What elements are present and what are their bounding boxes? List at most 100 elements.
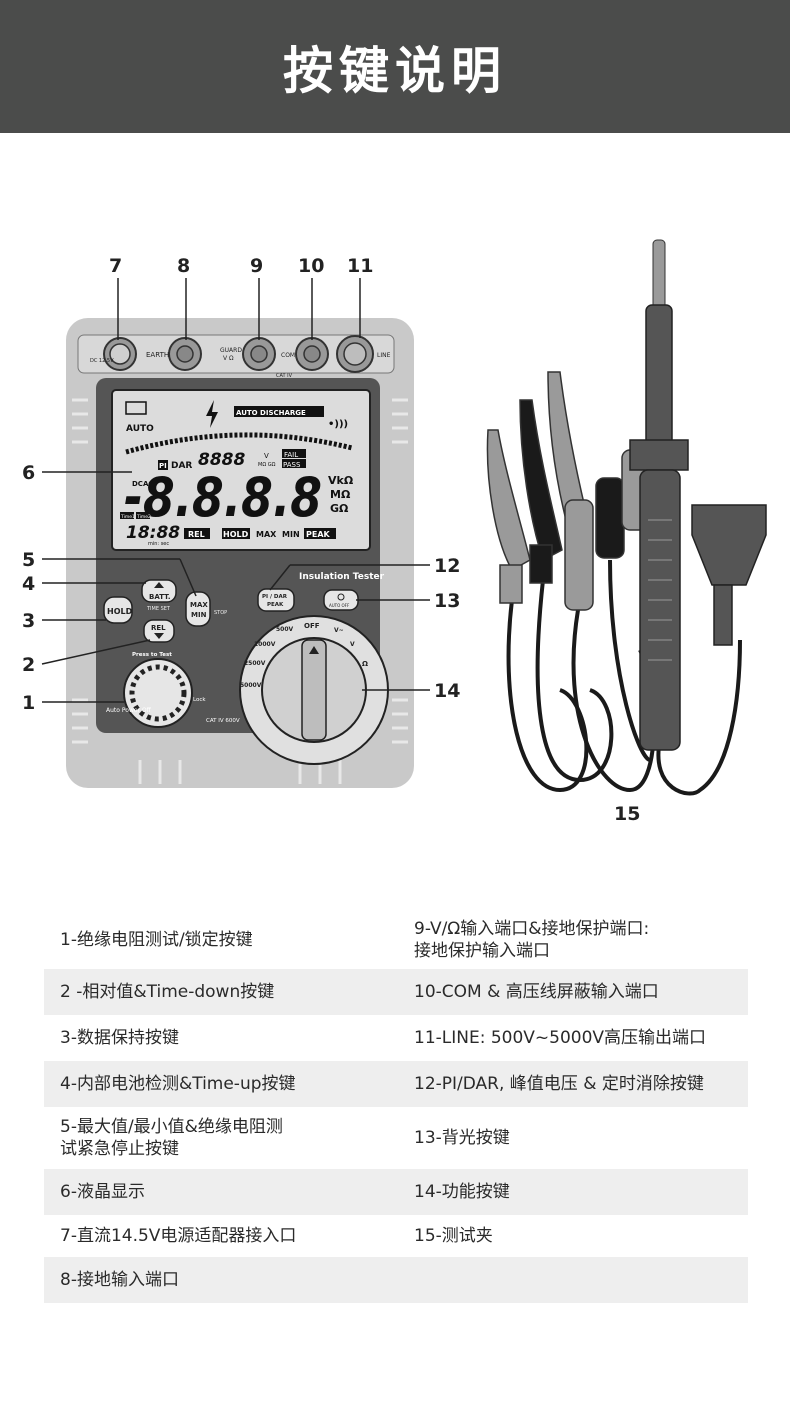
legend-right-9: 9-V/Ω输入端口&接地保护端口: 接地保护输入端口 bbox=[414, 919, 650, 961]
rel-label: REL bbox=[151, 624, 166, 632]
batt-button[interactable]: BATT. bbox=[141, 579, 177, 603]
dial-2500v: 2500V bbox=[244, 660, 266, 667]
lcd-pass: PASS bbox=[283, 461, 301, 469]
dial-1000v: 1000V bbox=[254, 641, 276, 648]
dial-ohm: Ω bbox=[362, 660, 368, 668]
lcd-display bbox=[111, 389, 371, 551]
device-illustration: DC 12.5V EARTH GUARD V Ω COM LINE CAT IV… bbox=[22, 239, 767, 825]
terminal-line[interactable]: LINE bbox=[336, 335, 391, 373]
lcd-auto: AUTO bbox=[126, 424, 154, 434]
lcd-peak: PEAK bbox=[306, 530, 331, 539]
lcd-min: MIN bbox=[282, 530, 300, 539]
earth-label: EARTH bbox=[146, 351, 169, 359]
lcd-clock: 18:88 bbox=[126, 523, 180, 543]
legend-left-3: 3-数据保持按键 bbox=[60, 1028, 179, 1048]
auto-power-off-label: Auto Power Off bbox=[106, 707, 152, 714]
terminal-dc[interactable]: DC 12.5V bbox=[90, 337, 137, 371]
legend-left-4: 4-内部电池检测&Time-up按键 bbox=[60, 1074, 296, 1094]
lcd-unit-g: GΩ bbox=[330, 502, 349, 515]
lcd-auto-discharge: AUTO DISCHARGE bbox=[236, 409, 306, 417]
lcd-unit-m: MΩ bbox=[330, 488, 351, 501]
peak-label: PEAK bbox=[267, 602, 284, 608]
callout-5: 5 bbox=[22, 549, 35, 571]
lcd-time2: Time2 bbox=[136, 514, 151, 520]
min-label: MIN bbox=[191, 611, 207, 619]
legend-row: 5-最大值/最小值&绝缘电阻测 试紧急停止按键 13-背光按键 bbox=[44, 1107, 748, 1169]
lcd-main-digits: -8.8.8.8 bbox=[124, 466, 322, 529]
legend-left-6: 6-液晶显示 bbox=[60, 1182, 145, 1202]
legend-row: 8-接地输入端口 bbox=[44, 1257, 748, 1303]
backlight-button[interactable]: AUTO OFF bbox=[323, 589, 359, 611]
lcd-unit-vk: VkΩ bbox=[328, 474, 354, 487]
stop-label: STOP bbox=[214, 610, 227, 616]
legend-left-1: 1-绝缘电阻测试/锁定按键 bbox=[60, 930, 253, 950]
brand-label: Insulation Tester bbox=[299, 572, 385, 582]
rel-button[interactable]: REL bbox=[143, 619, 175, 643]
auto-off-label: AUTO OFF bbox=[329, 603, 350, 608]
lcd-hold: HOLD bbox=[223, 530, 249, 539]
hold-button[interactable]: HOLD bbox=[103, 596, 133, 624]
battery-icon bbox=[125, 401, 147, 415]
lcd-small-digits: 8888 bbox=[198, 450, 245, 470]
lcd-small-unit: V bbox=[264, 452, 269, 460]
cat-iv-label: CAT IV 600V bbox=[206, 718, 240, 724]
callout-10: 10 bbox=[298, 255, 324, 277]
dial-off: OFF bbox=[304, 622, 320, 630]
legend-left-7: 7-直流14.5V电源适配器接入口 bbox=[60, 1226, 297, 1246]
legend-right-10: 10-COM & 高压线屏蔽输入端口 bbox=[414, 982, 659, 1002]
callout-14: 14 bbox=[434, 680, 460, 702]
max-min-button[interactable]: MAX MIN bbox=[185, 591, 211, 627]
callout-1: 1 bbox=[22, 692, 35, 714]
callout-2: 2 bbox=[22, 654, 35, 676]
callout-12: 12 bbox=[434, 555, 460, 577]
case-ridges bbox=[72, 398, 408, 784]
legend-row: 3-数据保持按键 11-LINE: 500V~5000V高压输出端口 bbox=[44, 1015, 748, 1061]
callout-6: 6 bbox=[22, 462, 35, 484]
dial-500v: 500V bbox=[276, 626, 294, 633]
backlight-icon bbox=[337, 593, 345, 601]
callout-7: 7 bbox=[109, 255, 122, 277]
legend-row: 6-液晶显示 14-功能按键 bbox=[44, 1169, 748, 1215]
terminal-com[interactable]: COM bbox=[281, 337, 329, 371]
lcd-dc: DC bbox=[132, 480, 143, 488]
test-leads-illustration bbox=[486, 239, 767, 796]
lcd-fail: FAIL bbox=[284, 451, 298, 459]
device-diagram: DC 12.5V EARTH GUARD V Ω COM LINE CAT IV… bbox=[0, 230, 790, 830]
press-to-test-label: Press to Test bbox=[132, 652, 172, 658]
lcd-small-unit2: MΩ GΩ bbox=[258, 462, 276, 468]
callout-numbers: 7 8 9 10 11 6 5 4 3 2 1 12 13 14 15 bbox=[22, 255, 640, 825]
callout-8: 8 bbox=[177, 255, 190, 277]
lock-label: Lock bbox=[193, 697, 206, 703]
high-voltage-icon bbox=[206, 400, 218, 428]
test-button[interactable]: Press to Test Lock bbox=[123, 652, 206, 728]
legend-right-12: 12-PI/DAR, 峰值电压 & 定时消除按键 bbox=[414, 1074, 704, 1094]
callout-4: 4 bbox=[22, 573, 35, 595]
guard-label: GUARD bbox=[220, 347, 242, 354]
com-label: COM bbox=[281, 352, 295, 359]
legend-left-8: 8-接地输入端口 bbox=[60, 1270, 179, 1290]
legend-right-13: 13-背光按键 bbox=[414, 1128, 510, 1148]
pi-dar-button[interactable]: PI / DAR PEAK bbox=[257, 588, 295, 612]
legend-row: 4-内部电池检测&Time-up按键 12-PI/DAR, 峰值电压 & 定时消… bbox=[44, 1061, 748, 1107]
hold-label: HOLD bbox=[107, 607, 133, 616]
legend-left-2: 2 -相对值&Time-down按键 bbox=[60, 982, 275, 1002]
callout-9: 9 bbox=[250, 255, 263, 277]
cat-label: CAT IV bbox=[276, 373, 293, 379]
lcd-max: MAX bbox=[256, 530, 277, 539]
page-header: 按键说明 bbox=[0, 0, 790, 133]
legend-row: 1-绝缘电阻测试/锁定按键 9-V/Ω输入端口&接地保护端口: 接地保护输入端口 bbox=[44, 911, 748, 969]
callout-13: 13 bbox=[434, 590, 460, 612]
lcd-pi: PI bbox=[159, 462, 167, 470]
callout-3: 3 bbox=[22, 610, 35, 632]
lcd-ac: AC bbox=[143, 480, 154, 488]
max-label: MAX bbox=[190, 601, 208, 609]
batt-label: BATT. bbox=[149, 593, 171, 601]
dc-label: DC 12.5V bbox=[90, 358, 114, 364]
v-ohm-label: V Ω bbox=[223, 355, 234, 362]
callout-lines bbox=[41, 278, 430, 703]
terminal-earth[interactable]: EARTH bbox=[146, 337, 202, 371]
lcd-time1: Time1 bbox=[120, 514, 135, 520]
dial-5000v: 5000V bbox=[240, 682, 262, 689]
beep-icon: •))) bbox=[328, 419, 348, 430]
bargraph bbox=[125, 432, 353, 455]
